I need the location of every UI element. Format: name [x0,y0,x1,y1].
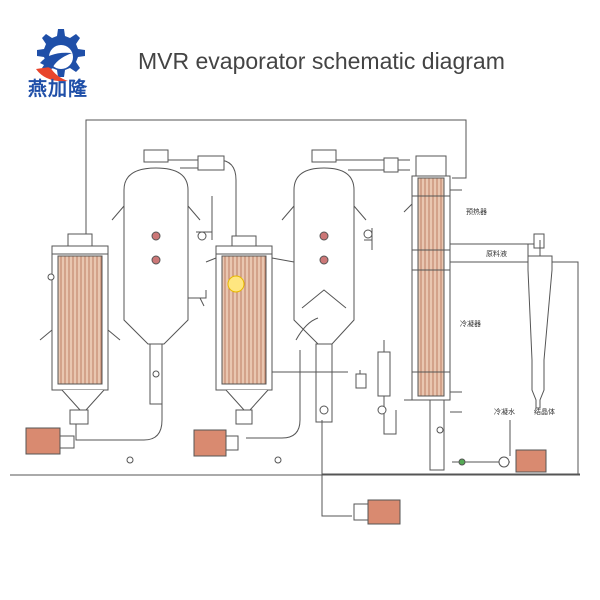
company-logo [36,29,85,82]
separator-2 [281,149,367,423]
pump-motor-1 [25,427,61,455]
vapor-pipe-2 [336,159,410,171]
tube-bundle-1 [57,255,103,385]
demister-2 [301,289,347,309]
swoosh-blue-icon [40,52,72,69]
heater-1 [39,233,121,425]
label-feed: 原料液 [486,249,507,258]
condenser-tubes [417,177,445,397]
brand-name: 燕加隆 [27,78,88,100]
label-cooling-water: 冷凝水 [494,407,515,416]
tube-bundle-2 [221,255,267,385]
pump-motor-4 [515,449,547,473]
diagram-title: MVR evaporator schematic diagram [138,48,505,74]
label-crystal: 结晶体 [534,407,555,416]
condensate-pipe [321,420,580,517]
condensate-tank [377,351,391,397]
vapor-return-pipe [85,119,467,235]
pump-motor-2 [193,429,227,457]
swoosh-red-icon [36,67,68,82]
pump-motor-3 [367,499,401,525]
cyclone-crystallizer [527,240,564,409]
condenser [403,155,462,471]
circulation-pipe-1 [75,404,163,441]
feed-pipe [462,243,579,474]
heater-2 [205,235,295,425]
cooling-water-pipe [452,420,511,463]
label-condenser: 冷凝器 [460,319,481,328]
separator-1 [111,149,201,405]
label-preheater: 预热器 [466,207,487,216]
